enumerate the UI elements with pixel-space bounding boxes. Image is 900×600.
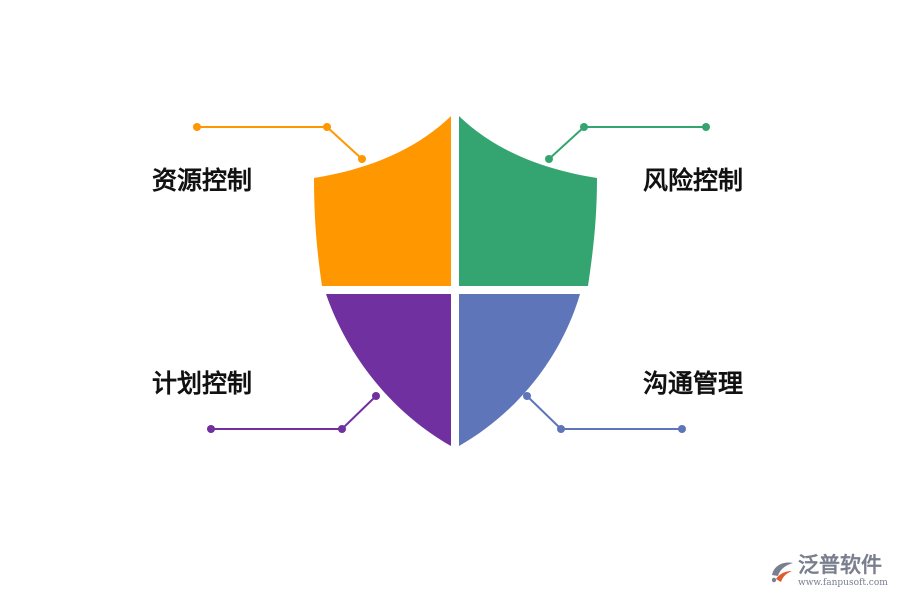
connector-communication-management	[523, 392, 686, 433]
shield-quadrant-risk-control	[459, 116, 597, 286]
connector-plan-control	[207, 392, 380, 433]
connector-resource-control	[193, 123, 366, 163]
label-resource-control: 资源控制	[152, 166, 253, 195]
shield-quadrant-plan-control	[326, 294, 451, 446]
label-risk-control: 风险控制	[643, 166, 744, 195]
connector-risk-control	[545, 123, 710, 163]
watermark-logo: 泛普软件 www.fanpusoft.com	[768, 555, 894, 595]
fanpu-logo-icon	[771, 562, 793, 583]
shield-quadrant-communication-management	[459, 294, 580, 446]
label-plan-control: 计划控制	[152, 369, 253, 398]
watermark-url: www.fanpusoft.com	[798, 578, 888, 588]
label-communication-management: 沟通管理	[643, 369, 744, 398]
watermark-brand: 泛普软件	[798, 553, 882, 577]
shield-quadrant-resource-control	[314, 116, 451, 286]
